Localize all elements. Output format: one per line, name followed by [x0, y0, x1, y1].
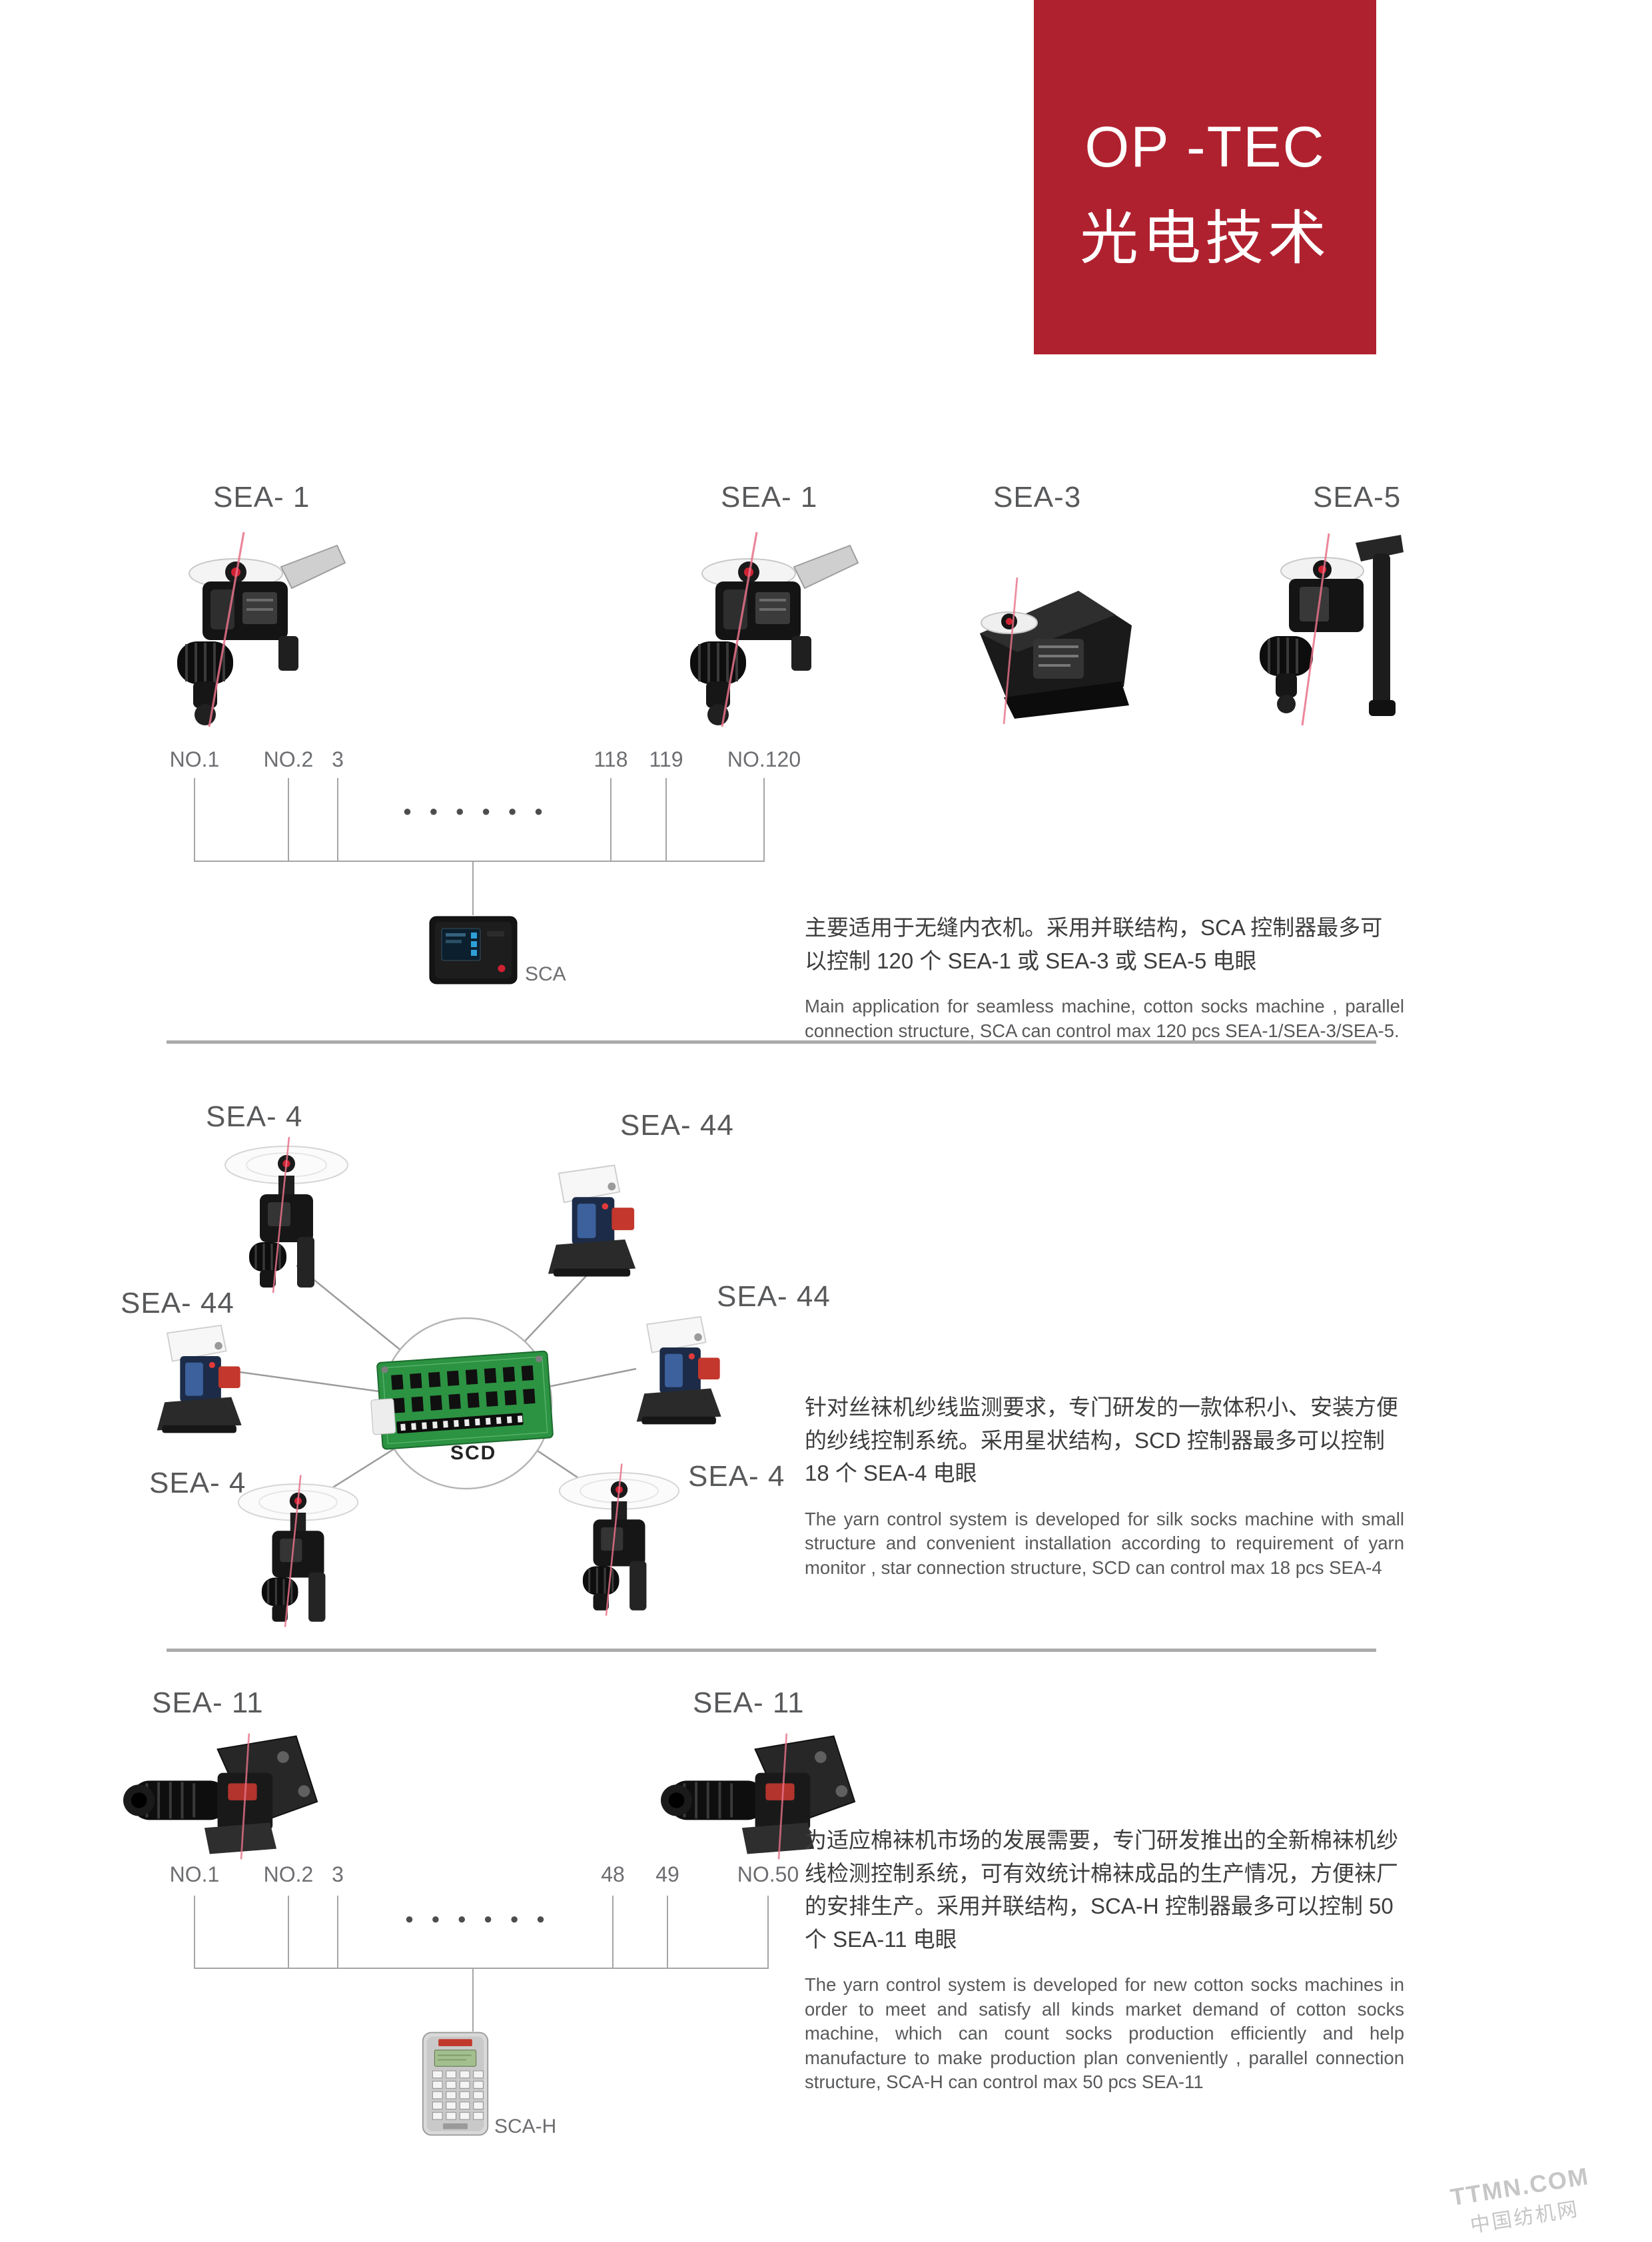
- section2-desc-en: The yarn control system is developed for…: [805, 1508, 1404, 1578]
- node-label-no2: NO.2: [263, 1862, 314, 1886]
- drop-line: [665, 778, 667, 861]
- drop-line: [763, 778, 765, 861]
- brand-subtitle: 光电技术: [1079, 205, 1330, 271]
- bus-line-top: [194, 861, 765, 862]
- sea-4-photo-tl: [220, 1136, 353, 1296]
- device-label-sea4-bl: SEA- 4: [149, 1467, 246, 1499]
- section1-desc-en: Main application for seamless machine, c…: [805, 996, 1404, 1041]
- device-label-sea4-tl: SEA- 4: [206, 1100, 303, 1133]
- sea-44-photo-r: [631, 1313, 731, 1430]
- sea-4-photo-br: [554, 1462, 684, 1619]
- device-label-sea11-a: SEA- 11: [152, 1686, 264, 1719]
- scd-controller-photo: [363, 1307, 570, 1500]
- device-label-sea44-l: SEA- 44: [121, 1287, 234, 1319]
- node-label-119: 119: [649, 747, 683, 771]
- sea-5-photo: [1249, 530, 1416, 729]
- device-label-sea1-b: SEA- 1: [721, 481, 818, 514]
- node-label-48: 48: [601, 1862, 625, 1886]
- watermark: TTMN.COM 中国纺机网: [1449, 2162, 1596, 2241]
- device-label-sea4-br: SEA- 4: [688, 1460, 785, 1493]
- device-label-sea3: SEA-3: [993, 481, 1082, 514]
- drop-line: [767, 1896, 769, 1968]
- drop-line: [337, 778, 338, 861]
- sca-controller-label: SCA: [525, 963, 566, 985]
- section-divider-1: [167, 1040, 1376, 1044]
- brand-title: OP -TEC: [1084, 115, 1326, 179]
- node-label-3: 3: [332, 747, 344, 771]
- controller-feed-line: [472, 1969, 474, 2032]
- brand-badge: OP -TEC 光电技术: [1034, 0, 1376, 354]
- node-label-no120: NO.120: [727, 747, 801, 771]
- scd-controller-label: SCD: [450, 1442, 497, 1464]
- node-label-118: 118: [594, 747, 628, 771]
- node-label-no1: NO.1: [169, 1862, 220, 1886]
- device-label-sea5: SEA-5: [1313, 481, 1402, 514]
- section2-description: 针对丝袜机纱线监测要求，专门研发的一款体积小、安装方便的纱线控制系统。采用星状结…: [805, 1391, 1404, 1580]
- section3-desc-en: The yarn control system is developed for…: [805, 1974, 1404, 2093]
- node-label-49: 49: [655, 1862, 679, 1886]
- sea-3-photo: [956, 569, 1149, 729]
- drop-line: [194, 1896, 195, 1968]
- sea-1-photo-a: [167, 530, 346, 729]
- drop-line: [194, 778, 195, 861]
- bus-line-bottom: [194, 1968, 769, 1969]
- section1-desc-zh: 主要适用于无缝内衣机。采用并联结构，SCA 控制器最多可以控制 120 个 SE…: [805, 915, 1383, 973]
- drop-line: [337, 1896, 338, 1968]
- continuation-dots-1: ● ● ● ● ● ●: [402, 803, 550, 819]
- section2-desc-zh: 针对丝袜机纱线监测要求，专门研发的一款体积小、安装方便的纱线控制系统。采用星状结…: [805, 1395, 1398, 1485]
- drop-line: [610, 778, 612, 861]
- sea-11-photo-a: [123, 1730, 320, 1862]
- drop-line: [612, 1896, 614, 1968]
- node-label-no2: NO.2: [263, 747, 314, 771]
- device-label-sea44-tm: SEA- 44: [620, 1109, 734, 1142]
- section1-description: 主要适用于无缝内衣机。采用并联结构，SCA 控制器最多可以控制 120 个 SE…: [805, 911, 1404, 1043]
- sca-controller-photo: [428, 915, 518, 985]
- device-label-sea1-a: SEA- 1: [213, 481, 310, 514]
- sea-4-photo-bl: [233, 1473, 363, 1630]
- drop-line: [288, 778, 289, 861]
- device-label-sea11-b: SEA- 11: [693, 1686, 805, 1719]
- section-divider-2: [167, 1649, 1376, 1652]
- node-label-no50: NO.50: [737, 1862, 799, 1886]
- sea-44-photo-tm: [543, 1162, 646, 1282]
- section3-desc-zh: 为适应棉袜机市场的发展需要，专门研发推出的全新棉袜机纱线检测控制系统，可有效统计…: [805, 1828, 1398, 1952]
- drop-line: [288, 1896, 289, 1968]
- controller-feed-line: [472, 862, 474, 915]
- drop-line: [667, 1896, 668, 1968]
- node-label-no1: NO.1: [169, 747, 220, 771]
- sca-h-controller-photo: [418, 2030, 493, 2138]
- sca-h-controller-label: SCA-H: [494, 2115, 557, 2137]
- sea-1-photo-b: [679, 530, 859, 729]
- sea-44-photo-l: [152, 1322, 252, 1439]
- continuation-dots-2: ● ● ● ● ● ●: [404, 1910, 552, 1927]
- device-label-sea44-r: SEA- 44: [717, 1280, 831, 1313]
- node-label-3: 3: [332, 1862, 344, 1886]
- section3-description: 为适应棉袜机市场的发展需要，专门研发推出的全新棉袜机纱线检测控制系统，可有效统计…: [805, 1824, 1404, 2095]
